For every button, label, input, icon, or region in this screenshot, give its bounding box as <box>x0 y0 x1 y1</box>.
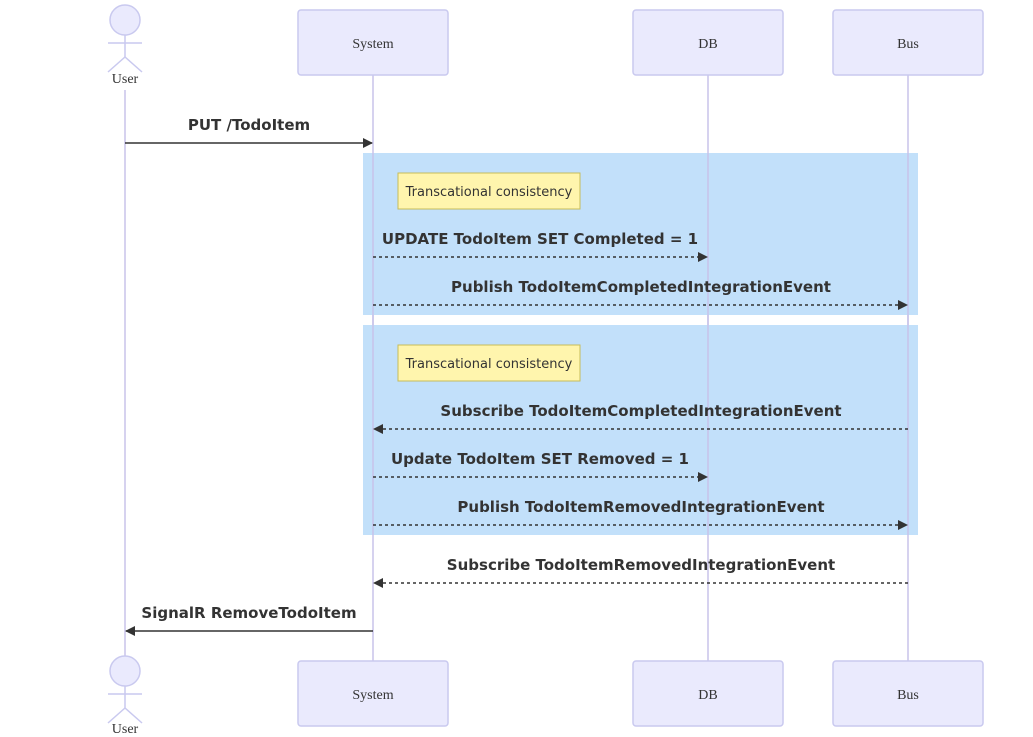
note-label: Transcational consistency <box>405 357 573 372</box>
message-publish-completed: Publish TodoItemCompletedIntegrationEven… <box>373 278 908 310</box>
note-label: Transcational consistency <box>405 185 573 200</box>
message-label: PUT /TodoItem <box>188 116 310 134</box>
actor-label: User <box>112 722 139 737</box>
participant-box <box>632 660 784 727</box>
message-label: SignalR RemoveTodoItem <box>141 604 356 622</box>
message-put-todoitem: PUT /TodoItem <box>125 116 373 148</box>
message-subscribe-completed: Subscribe TodoItemCompletedIntegrationEv… <box>373 402 908 434</box>
transaction-group-1: Transcational consistency <box>363 153 918 315</box>
participant-box <box>297 660 449 727</box>
message-update-removed: Update TodoItem SET Removed = 1 <box>373 450 708 482</box>
lifelines-overlay <box>372 153 909 535</box>
participant-db-top: DB <box>632 9 784 76</box>
participant-box <box>632 9 784 76</box>
participant-label: Bus <box>897 37 919 52</box>
participant-label: DB <box>698 688 717 703</box>
message-publish-removed: Publish TodoItemRemovedIntegrationEvent <box>373 498 908 530</box>
note-box <box>397 172 581 210</box>
message-label: Publish TodoItemCompletedIntegrationEven… <box>451 278 831 296</box>
message-label: Subscribe TodoItemRemovedIntegrationEven… <box>447 556 835 574</box>
actor-head <box>109 655 141 687</box>
transaction-group-2: Transcational consistency <box>363 325 918 535</box>
actor-leg-right <box>124 56 143 73</box>
actor-user-top: User <box>107 4 143 87</box>
participant-label: System <box>352 37 393 52</box>
participant-label: System <box>352 688 393 703</box>
message-subscribe-removed: Subscribe TodoItemRemovedIntegrationEven… <box>373 556 908 588</box>
actor-leg-left <box>107 707 126 724</box>
note-box <box>397 344 581 382</box>
participant-db-bottom: DB <box>632 660 784 727</box>
message-label: UPDATE TodoItem SET Completed = 1 <box>382 230 698 248</box>
participants-bottom: User System DB Bus <box>107 655 984 737</box>
participant-label: DB <box>698 37 717 52</box>
participant-box <box>297 9 449 76</box>
message-signalr-remove: SignalR RemoveTodoItem <box>125 604 373 636</box>
actor-user-bottom: User <box>107 655 143 737</box>
actor-head <box>109 4 141 36</box>
message-label: Subscribe TodoItemCompletedIntegrationEv… <box>440 402 841 420</box>
participant-bus-top: Bus <box>832 9 984 76</box>
messages: PUT /TodoItem UPDATE TodoItem SET Comple… <box>125 116 908 636</box>
message-label: Publish TodoItemRemovedIntegrationEvent <box>457 498 824 516</box>
participant-bus-bottom: Bus <box>832 660 984 727</box>
actor-label: User <box>112 72 139 87</box>
participant-system-bottom: System <box>297 660 449 727</box>
participants-top: User System DB Bus <box>107 4 984 87</box>
actor-leg-right <box>124 707 143 724</box>
participant-box <box>832 660 984 727</box>
actor-leg-left <box>107 56 126 73</box>
participant-label: Bus <box>897 688 919 703</box>
message-label: Update TodoItem SET Removed = 1 <box>391 450 689 468</box>
participant-system-top: System <box>297 9 449 76</box>
message-update-completed: UPDATE TodoItem SET Completed = 1 <box>373 230 708 262</box>
participant-box <box>832 9 984 76</box>
